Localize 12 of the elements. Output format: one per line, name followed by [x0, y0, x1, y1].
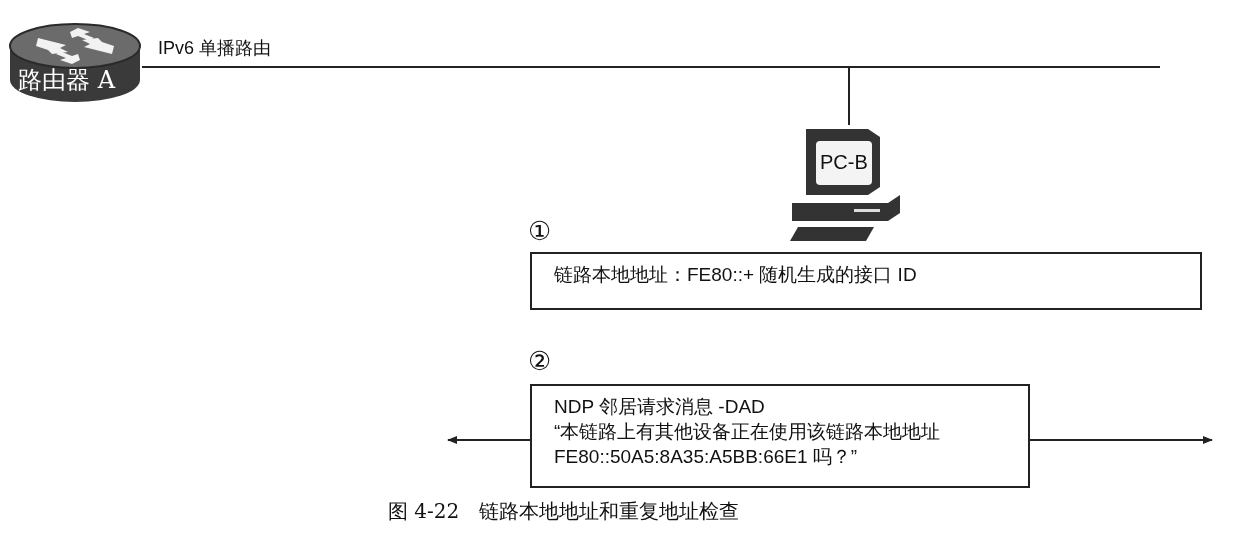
arrow — [1029, 436, 1213, 444]
device-label: 路由器 A — [18, 65, 115, 96]
figure-caption: 图 4-22 链路本地地址和重复地址检查 — [388, 498, 740, 525]
message-text: “本链路上有其他设备正在使用该链路本地地址 FE80::50A5:8A35:A5BB:66E1 吗？” — [554, 420, 942, 469]
step-number: ② — [528, 348, 552, 374]
message-box — [530, 384, 1030, 488]
edge-label: IPv6 单播路由 — [158, 36, 272, 60]
device-label: PC-B — [820, 151, 868, 174]
arrow — [447, 436, 531, 444]
step-number: ① — [528, 218, 552, 244]
address-box: 链路本地地址：FE80::+ 随机生成的接口 ID — [530, 252, 1202, 310]
message-text: NDP 邻居请求消息 -DAD — [554, 395, 766, 419]
